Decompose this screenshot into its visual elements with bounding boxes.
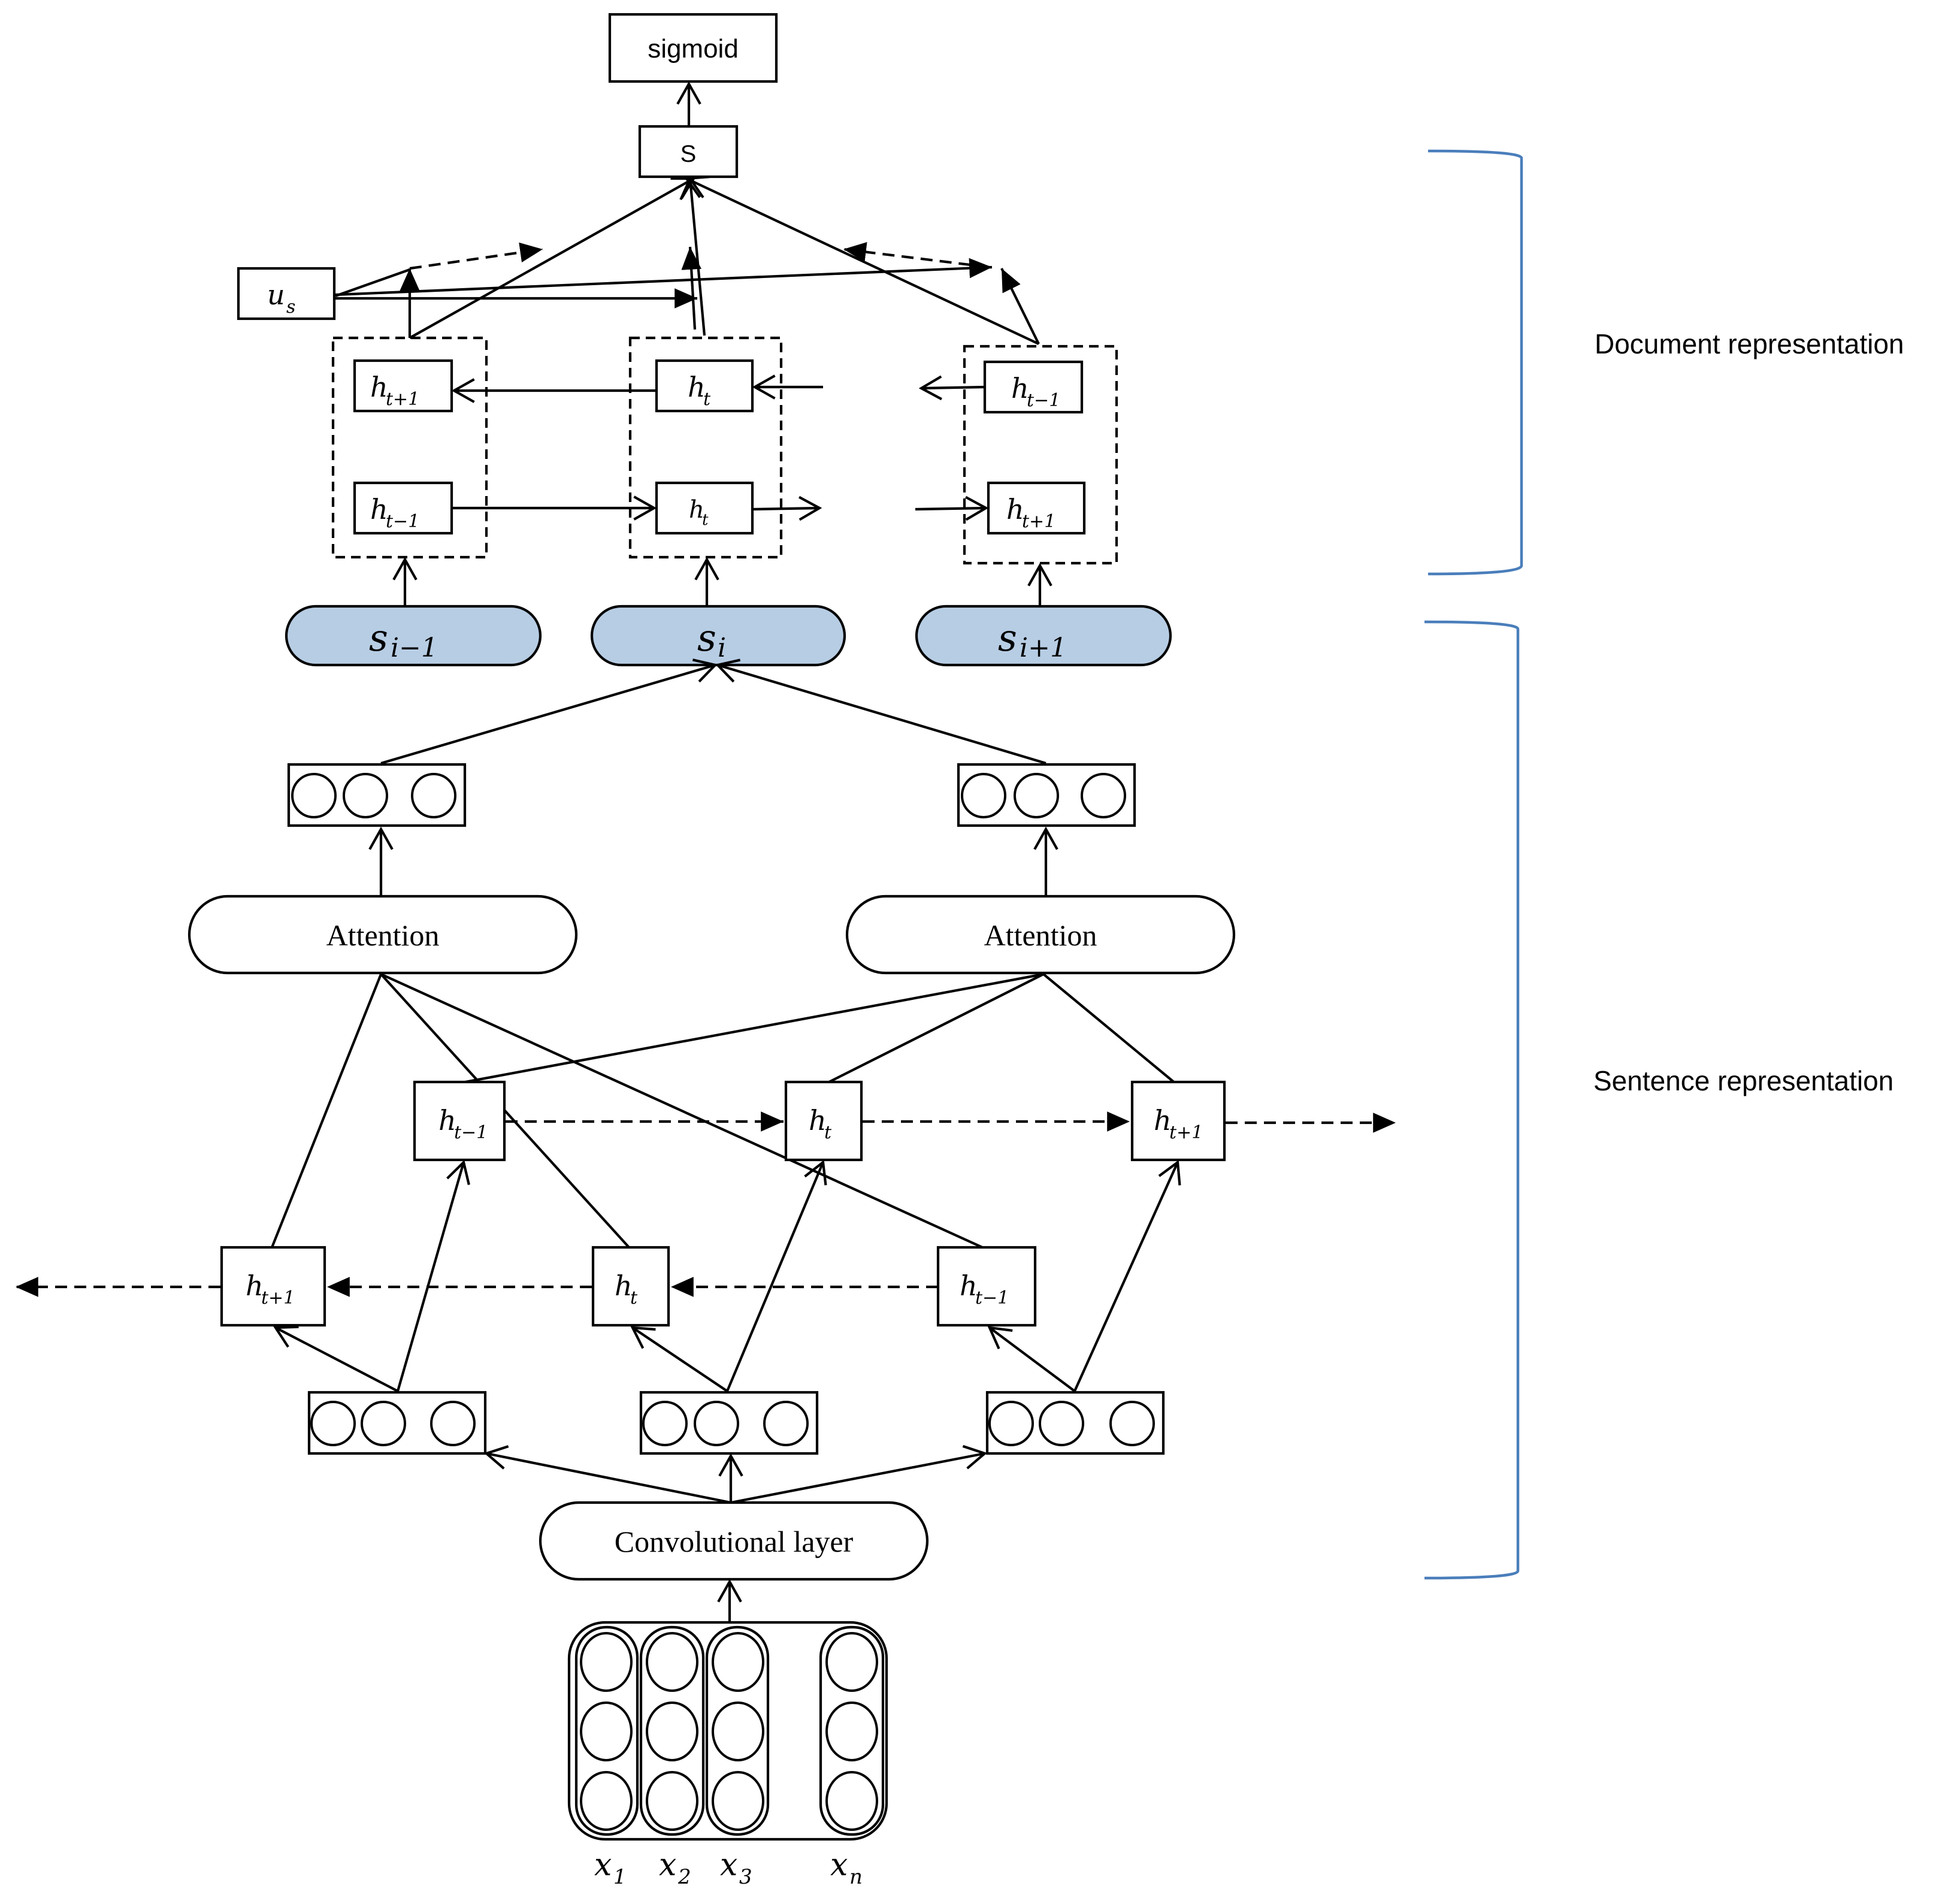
- word-forward-cell-3: h t+1: [1130, 1080, 1226, 1162]
- us-base: u: [267, 279, 285, 311]
- us-context-vector: u s: [237, 267, 336, 321]
- document-brace: [1427, 149, 1523, 576]
- label-labels-attention: Attention: [984, 918, 1097, 952]
- sentence-vector-next: s i+1: [915, 605, 1172, 667]
- sentence-to-doc-arrows: [405, 560, 1040, 611]
- label-document_lstm-right-top-sub: t−1: [1027, 390, 1060, 411]
- convolutional-layer: Convolutional layer: [539, 1501, 929, 1581]
- attention-left: Attention: [187, 894, 578, 975]
- label-sentences-1-base: s: [697, 616, 716, 660]
- conv-feature-vector-2: [639, 1391, 819, 1455]
- s-node-label: S: [680, 141, 697, 167]
- label-word_lstm-forward-1-base: h: [809, 1104, 827, 1137]
- label-word_lstm-backward-2-sub: t−1: [975, 1287, 1009, 1308]
- input-embeddings: [567, 1621, 888, 1841]
- label-labels-attention: Attention: [326, 918, 440, 952]
- label-word_lstm-backward-0-sub: t+1: [261, 1287, 295, 1308]
- document-attention-lines: [335, 179, 1040, 345]
- label-word_lstm-backward-1-base: h: [615, 1270, 633, 1302]
- label-sentences-0-sub: i−1: [391, 633, 438, 663]
- input-label-x1: x 1: [594, 1847, 627, 1889]
- input-label-x2: x 2: [659, 1847, 691, 1889]
- label-word_lstm-forward-2-base: h: [1154, 1104, 1172, 1137]
- word-forward-cell-1: h t−1: [413, 1080, 506, 1162]
- doc-backward-cell-left: h t+1: [353, 359, 453, 413]
- attention-output-vector-left: [287, 763, 467, 827]
- label-sentences-1-sub: i: [718, 633, 726, 663]
- sigmoid-label: sigmoid: [648, 34, 739, 64]
- label-document_lstm-left-top-sub: t+1: [386, 389, 419, 410]
- word-backward-cell-2: h t: [591, 1246, 670, 1327]
- doc-backward-cell-right: h t−1: [983, 360, 1084, 414]
- label-sentences-2-sub: i+1: [1020, 633, 1067, 663]
- label-inputs-1-sub: 2: [677, 1865, 691, 1889]
- attention-right: Attention: [845, 894, 1236, 975]
- label-document_lstm-right-top-base: h: [1011, 372, 1029, 404]
- label-inputs-3-sub: n: [849, 1865, 863, 1889]
- word-attention-lines: [271, 972, 1176, 1249]
- label-document_lstm-left-top-base: h: [370, 371, 388, 403]
- word-forward-cell-2: h t: [784, 1080, 863, 1162]
- document-representation-label: Document representation: [1595, 328, 1904, 359]
- label-document_lstm-right-bottom-sub: t+1: [1022, 511, 1055, 532]
- label-word_lstm-forward-2-sub: t+1: [1169, 1122, 1203, 1143]
- doc-backward-cell-middle: h t: [655, 359, 754, 413]
- input-label-xn: x n: [830, 1847, 863, 1889]
- label-word_lstm-backward-0-base: h: [246, 1270, 264, 1302]
- label-document_lstm-middle-top-sub: t: [703, 389, 711, 410]
- doc-forward-cell-middle: h t: [655, 481, 754, 535]
- sentence-vector-current: s i: [590, 605, 846, 667]
- sentence-representation-label: Sentence representation: [1593, 1065, 1894, 1096]
- conv-layer-output-arrows: [486, 1453, 985, 1504]
- label-labels-convolutional_layer: Convolutional layer: [615, 1525, 854, 1558]
- conv-to-lstm-arrows: [276, 1162, 1178, 1392]
- attention-outputs-to-sentence: [380, 665, 1046, 765]
- label-document_lstm-left-bottom-base: h: [370, 493, 388, 525]
- label-sentences-0-base: s: [369, 616, 388, 660]
- word-backward-cell-3: h t−1: [936, 1246, 1037, 1327]
- sentence-vector-prev: s i−1: [285, 605, 542, 667]
- conv-feature-vector-3: [985, 1391, 1165, 1455]
- label-word_lstm-backward-1-sub: t: [630, 1287, 638, 1308]
- label-inputs-0-base: x: [594, 1847, 612, 1883]
- label-document_lstm-middle-bottom-sub: t: [702, 511, 709, 529]
- label-document_lstm-middle-bottom-base: h: [689, 496, 704, 524]
- doc-forward-cell-right: h t+1: [987, 481, 1086, 535]
- label-inputs-2-sub: 3: [739, 1865, 752, 1889]
- label-word_lstm-forward-0-sub: t−1: [454, 1122, 488, 1143]
- word-forward-recurrent-arrows: [506, 1111, 1396, 1133]
- document-vector-s: S: [638, 125, 739, 179]
- label-word_lstm-backward-2-base: h: [960, 1270, 978, 1302]
- label-inputs-1-base: x: [659, 1847, 676, 1883]
- attention-output-vector-right: [957, 763, 1136, 827]
- label-inputs-2-base: x: [720, 1847, 737, 1883]
- input-label-x3: x 3: [720, 1847, 752, 1889]
- doc-forward-cell-left: h t−1: [353, 481, 453, 535]
- label-inputs-3-base: x: [830, 1847, 848, 1883]
- label-word_lstm-forward-0-base: h: [438, 1104, 456, 1137]
- us-sub: s: [286, 297, 295, 318]
- sentence-brace: [1424, 620, 1520, 1580]
- label-document_lstm-right-bottom-base: h: [1006, 493, 1024, 525]
- word-backward-cell-1: h t+1: [220, 1246, 326, 1327]
- doc-lstm-recurrent-arrows: [452, 387, 986, 509]
- label-document_lstm-left-bottom-sub: t−1: [386, 511, 419, 532]
- sigmoid-node: sigmoid: [608, 13, 778, 83]
- conv-feature-vector-1: [307, 1391, 487, 1455]
- label-word_lstm-forward-1-sub: t: [824, 1122, 832, 1143]
- label-sentences-2-base: s: [998, 616, 1017, 660]
- label-document_lstm-middle-top-base: h: [688, 371, 706, 403]
- label-inputs-0-sub: 1: [613, 1865, 627, 1889]
